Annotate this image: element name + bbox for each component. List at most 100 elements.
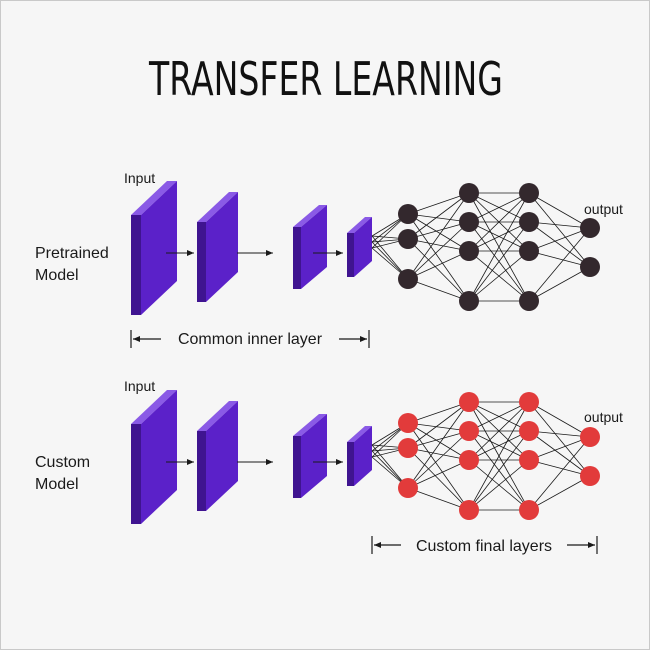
- custom-network-edge: [528, 430, 591, 477]
- custom-node-l2-n3: [459, 450, 479, 470]
- pretrained-network-nodes: [398, 183, 600, 311]
- pretrained-network-edge: [407, 278, 470, 302]
- pretrained-network-edge: [528, 192, 591, 229]
- custom-network-edge: [468, 430, 530, 461]
- custom-network-edge: [528, 430, 591, 438]
- custom-node-l3-n2: [519, 421, 539, 441]
- custom-conv-layer-4: [347, 426, 372, 486]
- pretrained-node-l3-n3: [519, 241, 539, 261]
- pretrained-node-l1-n2: [398, 229, 418, 249]
- pretrained-network-edge: [468, 221, 530, 302]
- custom-node-l3-n1: [519, 392, 539, 412]
- custom-network-edge: [407, 422, 470, 461]
- pretrained-network-edge: [528, 221, 591, 268]
- custom-node-l2-n4: [459, 500, 479, 520]
- custom-network-edge: [407, 459, 470, 489]
- pretrained-node-l2-n3: [459, 241, 479, 261]
- pretrained-node-l2-n2: [459, 212, 479, 232]
- pretrained-conv-layers: [131, 181, 372, 315]
- pretrained-conv-layer-2: [197, 192, 238, 302]
- custom-conv-layers: [131, 390, 372, 524]
- pretrained-node-l4-n1: [580, 218, 600, 238]
- pretrained-conv-layer-1: [131, 181, 177, 315]
- custom-network-edge: [407, 487, 470, 511]
- pretrained-node-l3-n1: [519, 183, 539, 203]
- custom-final-layers-label: Custom final layers: [416, 538, 552, 555]
- pretrained-network-edge: [468, 192, 530, 302]
- pretrained-network-edge: [528, 250, 591, 268]
- pretrained-network-edge: [468, 250, 530, 302]
- custom-network-edge: [468, 459, 530, 511]
- pretrained-network-edge: [407, 250, 470, 280]
- custom-network-edge: [528, 401, 591, 477]
- pretrained-network-edge: [407, 192, 470, 240]
- custom-network-edge: [468, 401, 530, 461]
- pretrained-model-label-line2: Model: [35, 267, 79, 284]
- custom-input-label: Input: [124, 378, 155, 394]
- pretrained-network-edge: [468, 192, 530, 223]
- pretrained-network-edge: [407, 213, 470, 252]
- common-inner-layer-span: Common inner layer: [130, 330, 370, 348]
- pretrained-network-edge: [407, 213, 470, 223]
- pretrained-conv-layer-3: [293, 205, 327, 289]
- pretrained-network-edge: [407, 192, 470, 215]
- custom-network-edge: [407, 401, 470, 449]
- custom-network-edge: [407, 401, 470, 424]
- pretrained-network-edge: [407, 213, 470, 302]
- pretrained-model-label-line1: Pretrained: [35, 245, 109, 262]
- custom-network-edge: [528, 475, 591, 511]
- custom-network-edge: [407, 447, 470, 461]
- custom-node-l1-n1: [398, 413, 418, 433]
- custom-network-edge: [468, 401, 530, 511]
- common-inner-layer-label: Common inner layer: [178, 331, 323, 348]
- custom-model-label-line1: Custom: [35, 454, 90, 471]
- custom-node-l2-n2: [459, 421, 479, 441]
- pretrained-network-edge: [528, 192, 591, 268]
- pretrained-network-edge: [407, 221, 470, 240]
- custom-network-edge: [528, 436, 591, 461]
- pretrained-node-l3-n2: [519, 212, 539, 232]
- custom-network-edge: [407, 401, 470, 489]
- custom-output-label: output: [584, 409, 623, 425]
- custom-node-l1-n3: [398, 478, 418, 498]
- custom-final-layers-span: Custom final layers: [371, 536, 598, 555]
- custom-conv-layer-2: [197, 401, 238, 511]
- pretrained-network-edge: [528, 266, 591, 302]
- pretrained-network-edge: [407, 221, 470, 280]
- pretrained-node-l2-n1: [459, 183, 479, 203]
- custom-node-l2-n1: [459, 392, 479, 412]
- custom-node-l4-n2: [580, 466, 600, 486]
- pretrained-network-edge: [468, 192, 530, 252]
- pretrained-network-edge: [528, 221, 591, 229]
- pretrained-network-edge: [407, 238, 470, 302]
- pretrained-network-edge: [407, 238, 470, 252]
- pretrained-output-label: output: [584, 201, 623, 217]
- pretrained-node-l4-n2: [580, 257, 600, 277]
- pretrained-network-edge: [528, 227, 591, 252]
- custom-network-edge: [528, 436, 591, 511]
- custom-node-l4-n1: [580, 427, 600, 447]
- custom-model-section: Input Custom Model output Custom final l…: [35, 378, 623, 555]
- custom-network-edge: [407, 422, 470, 432]
- custom-node-l1-n2: [398, 438, 418, 458]
- custom-conv-layer-1: [131, 390, 177, 524]
- custom-model-label-line2: Model: [35, 476, 79, 493]
- diagram-title: TRANSFER LEARNING: [148, 54, 503, 107]
- pretrained-network-edge: [407, 192, 470, 280]
- custom-network-edge: [528, 459, 591, 477]
- custom-node-l3-n3: [519, 450, 539, 470]
- custom-network-edge: [407, 447, 470, 511]
- pretrained-model-section: Input Pretrained Model output Common inn…: [35, 170, 623, 348]
- custom-network-edge: [468, 401, 530, 432]
- pretrained-node-l1-n1: [398, 204, 418, 224]
- pretrained-node-l3-n4: [519, 291, 539, 311]
- pretrained-network-edge: [468, 221, 530, 252]
- pretrained-input-label: Input: [124, 170, 155, 186]
- pretrained-network-edge: [528, 227, 591, 302]
- custom-network-edge: [407, 430, 470, 449]
- custom-network-edge: [407, 430, 470, 489]
- custom-network-edge: [407, 422, 470, 511]
- pretrained-conv-layer-4: [347, 217, 372, 277]
- custom-network-edge: [528, 401, 591, 438]
